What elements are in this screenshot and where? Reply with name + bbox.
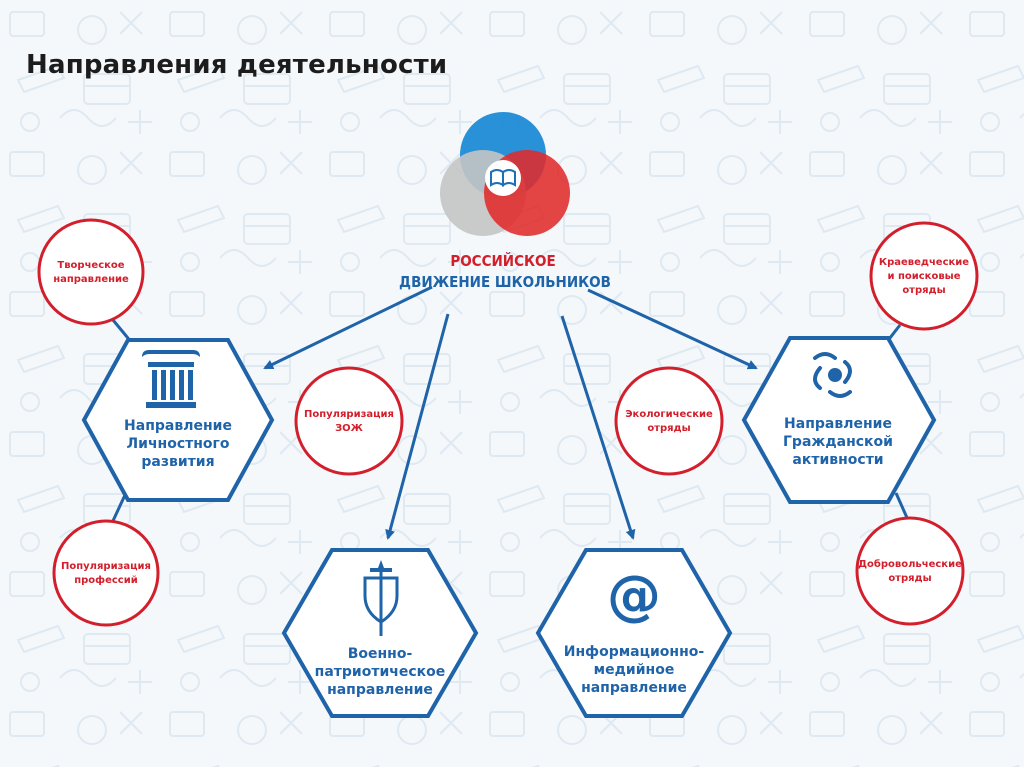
direction-civic: Направление Гражданской активности: [741, 336, 937, 504]
activity-ecology-line-2: отряды: [647, 423, 690, 434]
direction-civic-line-2: Гражданской: [783, 434, 893, 450]
book-icon: [490, 169, 516, 187]
direction-civic-line-1: Направление: [784, 416, 892, 432]
activity-professions: Популяризация профессий: [52, 519, 160, 627]
connector-volunteer: [894, 492, 910, 521]
activity-volunteer-line-2: отряды: [888, 573, 931, 584]
connector-professions: [110, 494, 127, 524]
activity-ecology: Экологические отряды: [614, 366, 724, 476]
rdsh-logo: РОССИЙСКОЕ ДВИЖЕНИЕ ШКОЛЬНИКОВ: [399, 112, 611, 291]
direction-media: @ Информационно- медийное направление: [535, 548, 733, 718]
arrow-to-personal: [263, 285, 433, 370]
arrows: [263, 285, 758, 540]
logo-line-1: РОССИЙСКОЕ: [450, 251, 555, 270]
direction-military-line-2: патриотическое: [315, 664, 446, 680]
arrow-to-civic: [587, 288, 758, 370]
at-sign-icon: @: [607, 564, 661, 627]
activity-local-history-line-3: отряды: [902, 285, 945, 296]
direction-civic-line-3: активности: [792, 452, 883, 468]
direction-media-line-1: Информационно-: [564, 644, 705, 660]
activity-local-history: Краеведческие и поисковые отряды: [869, 221, 979, 331]
activity-healthy-line-2: ЗОЖ: [335, 423, 364, 434]
hands-icon: [813, 352, 852, 398]
activity-creative-line-1: Творческое: [57, 260, 124, 271]
page-title: Направления деятельности: [26, 50, 448, 80]
direction-personal-line-1: Направление: [124, 418, 232, 434]
activity-healthy: Популяризация ЗОЖ: [294, 366, 404, 476]
activity-professions-line-2: профессий: [74, 574, 138, 586]
direction-military: Военно- патриотическое направление: [281, 548, 479, 718]
direction-personal-line-2: Личностного: [127, 436, 230, 452]
shield-sword-icon: [363, 560, 399, 636]
arrow-to-media: [560, 315, 636, 540]
activity-creative: Творческое направление: [37, 218, 145, 326]
activity-local-history-line-1: Краеведческие: [879, 257, 969, 268]
column-icon: [142, 350, 200, 408]
direction-military-line-3: направление: [327, 682, 433, 698]
logo-line-2: ДВИЖЕНИЕ ШКОЛЬНИКОВ: [399, 273, 611, 291]
activity-volunteer-line-1: Добровольческие: [858, 558, 962, 570]
activity-ecology-line-1: Экологические: [625, 409, 713, 420]
activity-local-history-line-2: и поисковые: [887, 271, 960, 282]
arrow-to-military: [385, 313, 450, 540]
direction-media-line-2: медийное: [594, 662, 675, 678]
direction-personal: Направление Личностного развития: [81, 338, 275, 502]
direction-media-line-3: направление: [581, 680, 687, 696]
direction-military-line-1: Военно-: [348, 646, 413, 662]
activity-healthy-line-1: Популяризация: [304, 409, 394, 420]
direction-personal-line-3: развития: [141, 454, 214, 470]
activity-volunteer: Добровольческие отряды: [855, 516, 965, 626]
activity-professions-line-1: Популяризация: [61, 561, 151, 572]
activity-creative-line-2: направление: [53, 274, 129, 285]
